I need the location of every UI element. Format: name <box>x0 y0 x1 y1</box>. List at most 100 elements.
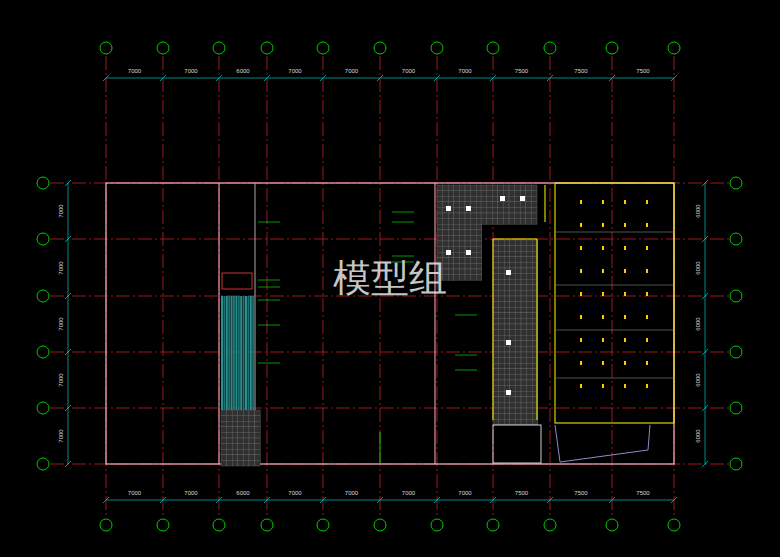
ceiling-tile <box>249 455 255 461</box>
ceiling-line <box>555 330 674 331</box>
ceiling-tile <box>459 252 465 258</box>
dimension-tick <box>320 75 326 81</box>
ceiling-tile <box>527 330 533 336</box>
dimension-text: 7000 <box>58 372 64 387</box>
ceiling-tile <box>499 335 505 341</box>
dimension-tick <box>547 75 553 81</box>
ceiling-tile <box>243 416 249 422</box>
ceiling-tile <box>459 196 465 202</box>
ceiling-tile <box>520 185 526 191</box>
ceiling-tile <box>499 363 505 369</box>
ceiling-tile <box>521 414 527 420</box>
ceiling-tile <box>454 191 460 197</box>
ceiling-tile <box>243 432 249 438</box>
ceiling-tile <box>493 391 499 397</box>
ceiling-tile <box>238 427 244 433</box>
ceiling-tile <box>459 202 465 208</box>
dimension-text: 7500 <box>573 490 588 496</box>
ceiling-tile <box>481 185 487 191</box>
ceiling-tile <box>521 391 527 397</box>
ceiling-tile <box>504 369 510 375</box>
ceiling-tile <box>499 302 505 308</box>
ceiling-tile <box>238 455 244 461</box>
downlight <box>580 200 582 204</box>
light-fitting <box>446 250 451 255</box>
ceiling-tile <box>471 219 477 225</box>
ceiling-tile <box>471 269 477 275</box>
downlight <box>624 292 626 296</box>
ceiling-tile <box>459 263 465 269</box>
dimension-line <box>106 500 674 501</box>
ceiling-tile <box>221 449 227 455</box>
dimension-text: 7500 <box>635 68 650 74</box>
note-mark <box>455 315 477 316</box>
ceiling-tile <box>437 202 443 208</box>
ceiling-tile <box>238 432 244 438</box>
ceiling-tile <box>493 302 499 308</box>
ceiling-tile <box>437 196 443 202</box>
ceiling-tile <box>499 318 505 324</box>
stair-tread <box>247 296 249 410</box>
ceiling-tile <box>515 414 521 420</box>
ceiling-tile <box>510 296 516 302</box>
ceiling-tile <box>503 207 509 213</box>
ceiling-tile <box>493 341 499 347</box>
ceiling-tile <box>238 449 244 455</box>
ceiling-tile <box>454 241 460 247</box>
ceiling-tile <box>492 213 498 219</box>
downlight <box>602 384 604 388</box>
ceiling-tile <box>499 246 505 252</box>
ceiling-tile <box>227 460 233 466</box>
ceiling-tile <box>448 263 454 269</box>
ceiling-tile <box>531 191 537 197</box>
ceiling-tile <box>454 219 460 225</box>
ceiling-tile <box>510 380 516 386</box>
ceiling-tile <box>492 196 498 202</box>
ceiling-tile <box>510 251 516 257</box>
ceiling-tile <box>437 213 443 219</box>
ceiling-tile <box>448 224 454 230</box>
downlight <box>646 361 648 365</box>
downlight <box>624 338 626 342</box>
ceiling-tile <box>515 408 521 414</box>
ceiling-tile <box>476 241 482 247</box>
ceiling-tile <box>515 402 521 408</box>
axis-bubble <box>487 519 499 531</box>
ceiling-tile <box>493 274 499 280</box>
ceiling-tile <box>227 444 233 450</box>
ceiling-tile <box>521 324 527 330</box>
ceiling-tile <box>504 330 510 336</box>
partition <box>545 185 546 222</box>
ceiling-tile <box>515 191 521 197</box>
ceiling-tile <box>465 185 471 191</box>
ceiling-tile <box>492 191 498 197</box>
axis-bubble <box>37 402 49 414</box>
downlight <box>580 223 582 227</box>
ceiling-tile <box>459 269 465 275</box>
ceiling-tile <box>493 346 499 352</box>
dimension-tick <box>160 75 166 81</box>
ceiling-tile <box>515 363 521 369</box>
axis-bubble <box>37 233 49 245</box>
dimension-tick <box>609 497 615 503</box>
ceiling-line <box>555 285 674 286</box>
ceiling-tile <box>454 196 460 202</box>
downlight <box>646 200 648 204</box>
ceiling-tile <box>521 352 527 358</box>
ceiling-tile <box>504 251 510 257</box>
ceiling-tile <box>471 252 477 258</box>
ceiling-tile <box>249 421 255 427</box>
ceiling-tile <box>499 296 505 302</box>
ceiling-tile <box>454 258 460 264</box>
ceiling-tile <box>465 196 471 202</box>
ceiling-tile <box>510 246 516 252</box>
stair-tread <box>233 296 235 410</box>
ceiling-tile <box>493 240 499 246</box>
axis-bubble <box>431 42 443 54</box>
ceiling-tile <box>499 397 505 403</box>
ceiling-tile <box>531 185 537 191</box>
ceiling-tile <box>509 207 515 213</box>
dimension-tick <box>702 461 708 467</box>
note-mark <box>455 355 477 356</box>
ceiling-tile <box>465 191 471 197</box>
